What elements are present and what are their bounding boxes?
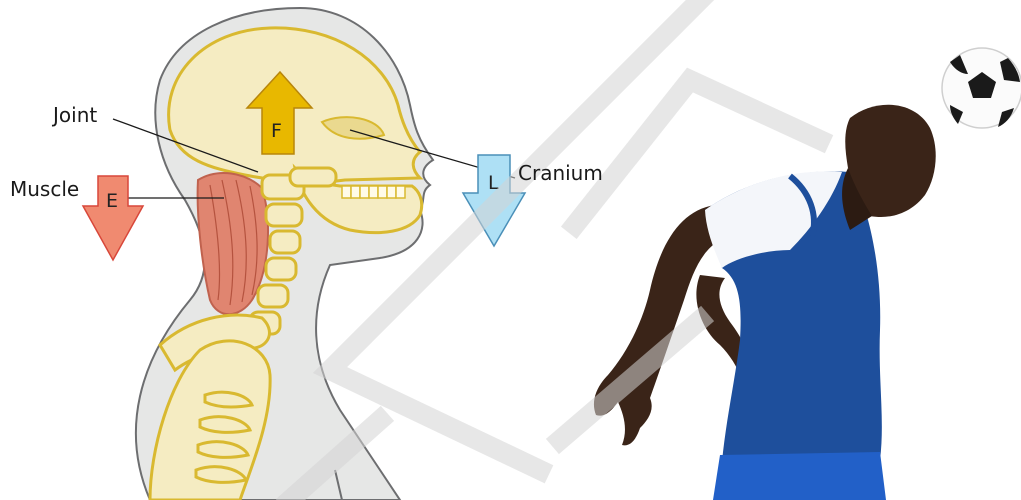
muscle-label: Muscle (10, 177, 79, 201)
teeth (342, 186, 405, 198)
cranium-label: Cranium (518, 161, 603, 185)
effort-arrow: E (83, 176, 143, 260)
soccer-ball (942, 48, 1021, 128)
fulcrum-arrow-letter: F (271, 120, 282, 142)
effort-arrow-letter: E (106, 190, 118, 212)
joint-label: Joint (53, 103, 97, 127)
shorts (713, 452, 886, 500)
